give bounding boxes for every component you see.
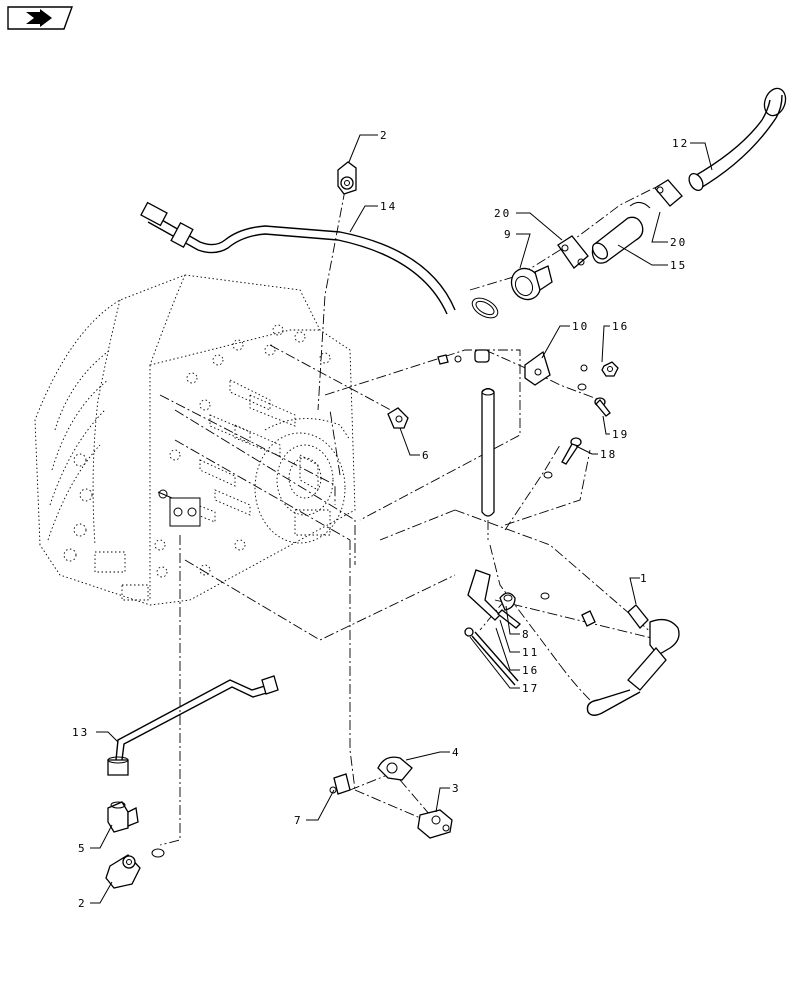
part-13-tube xyxy=(107,675,279,776)
callout-4: 4 xyxy=(452,746,461,759)
callout-16-bottom: 16 xyxy=(522,664,539,677)
part-5-tee xyxy=(107,801,139,833)
callout-20-left: 20 xyxy=(494,207,511,220)
middle-hose xyxy=(481,387,495,517)
assembly-lines xyxy=(159,184,661,846)
part-20-clamp-right xyxy=(629,179,683,209)
callout-2-bottom: 2 xyxy=(78,897,87,910)
page-navigation-icon xyxy=(26,9,52,27)
callout-17: 17 xyxy=(522,682,539,695)
callout-3: 3 xyxy=(452,782,461,795)
part-10-bracket xyxy=(524,350,551,386)
part-7-fitting xyxy=(329,773,351,795)
part-20-clamp-left xyxy=(557,235,589,269)
transmission-housing xyxy=(34,274,356,606)
part-14-hose xyxy=(140,201,456,315)
part-8-bracket xyxy=(467,569,516,621)
part-9-fitting xyxy=(510,265,553,301)
part-4-elbow xyxy=(377,756,413,781)
callout-9: 9 xyxy=(504,228,513,241)
callout-6: 6 xyxy=(422,449,431,462)
callout-20-right: 20 xyxy=(670,236,687,249)
callout-12: 12 xyxy=(672,137,689,150)
small-hardware-top xyxy=(437,349,490,365)
o-ring-bottom xyxy=(151,848,165,858)
callout-11: 11 xyxy=(522,646,539,659)
callout-19: 19 xyxy=(612,428,629,441)
part-11-bolt xyxy=(497,609,521,629)
callout-13: 13 xyxy=(72,726,89,739)
part-1-elbow xyxy=(627,604,680,691)
callout-15: 15 xyxy=(670,259,687,272)
o-ring-top xyxy=(471,297,499,319)
callout-16-top: 16 xyxy=(612,320,629,333)
part-6-fitting xyxy=(387,407,409,429)
part-18-bolt xyxy=(543,437,582,479)
hardware-near-1 xyxy=(540,592,596,627)
callout-18: 18 xyxy=(600,448,617,461)
part-17-clip xyxy=(464,627,519,686)
callout-8: 8 xyxy=(522,628,531,641)
callout-10: 10 xyxy=(572,320,589,333)
part-2-elbow-top xyxy=(337,161,357,195)
part-16-nut-top xyxy=(580,361,619,377)
callout-14: 14 xyxy=(380,200,397,213)
part-12-hose xyxy=(688,87,787,192)
callout-7: 7 xyxy=(294,814,303,827)
callout-1: 1 xyxy=(640,572,649,585)
callout-2-top: 2 xyxy=(380,129,389,142)
callout-5: 5 xyxy=(78,842,87,855)
part-15-tube xyxy=(591,216,644,264)
part-1-hose xyxy=(586,689,641,716)
part-3-tee xyxy=(417,809,453,839)
page-nav-button[interactable] xyxy=(6,5,74,31)
callout-leaders xyxy=(90,134,713,904)
part-2-elbow-bottom xyxy=(105,854,141,889)
callout-labels: 2 14 12 20 9 20 15 10 16 19 18 6 1 8 11 … xyxy=(72,129,689,910)
part-19-bolt xyxy=(577,383,611,417)
